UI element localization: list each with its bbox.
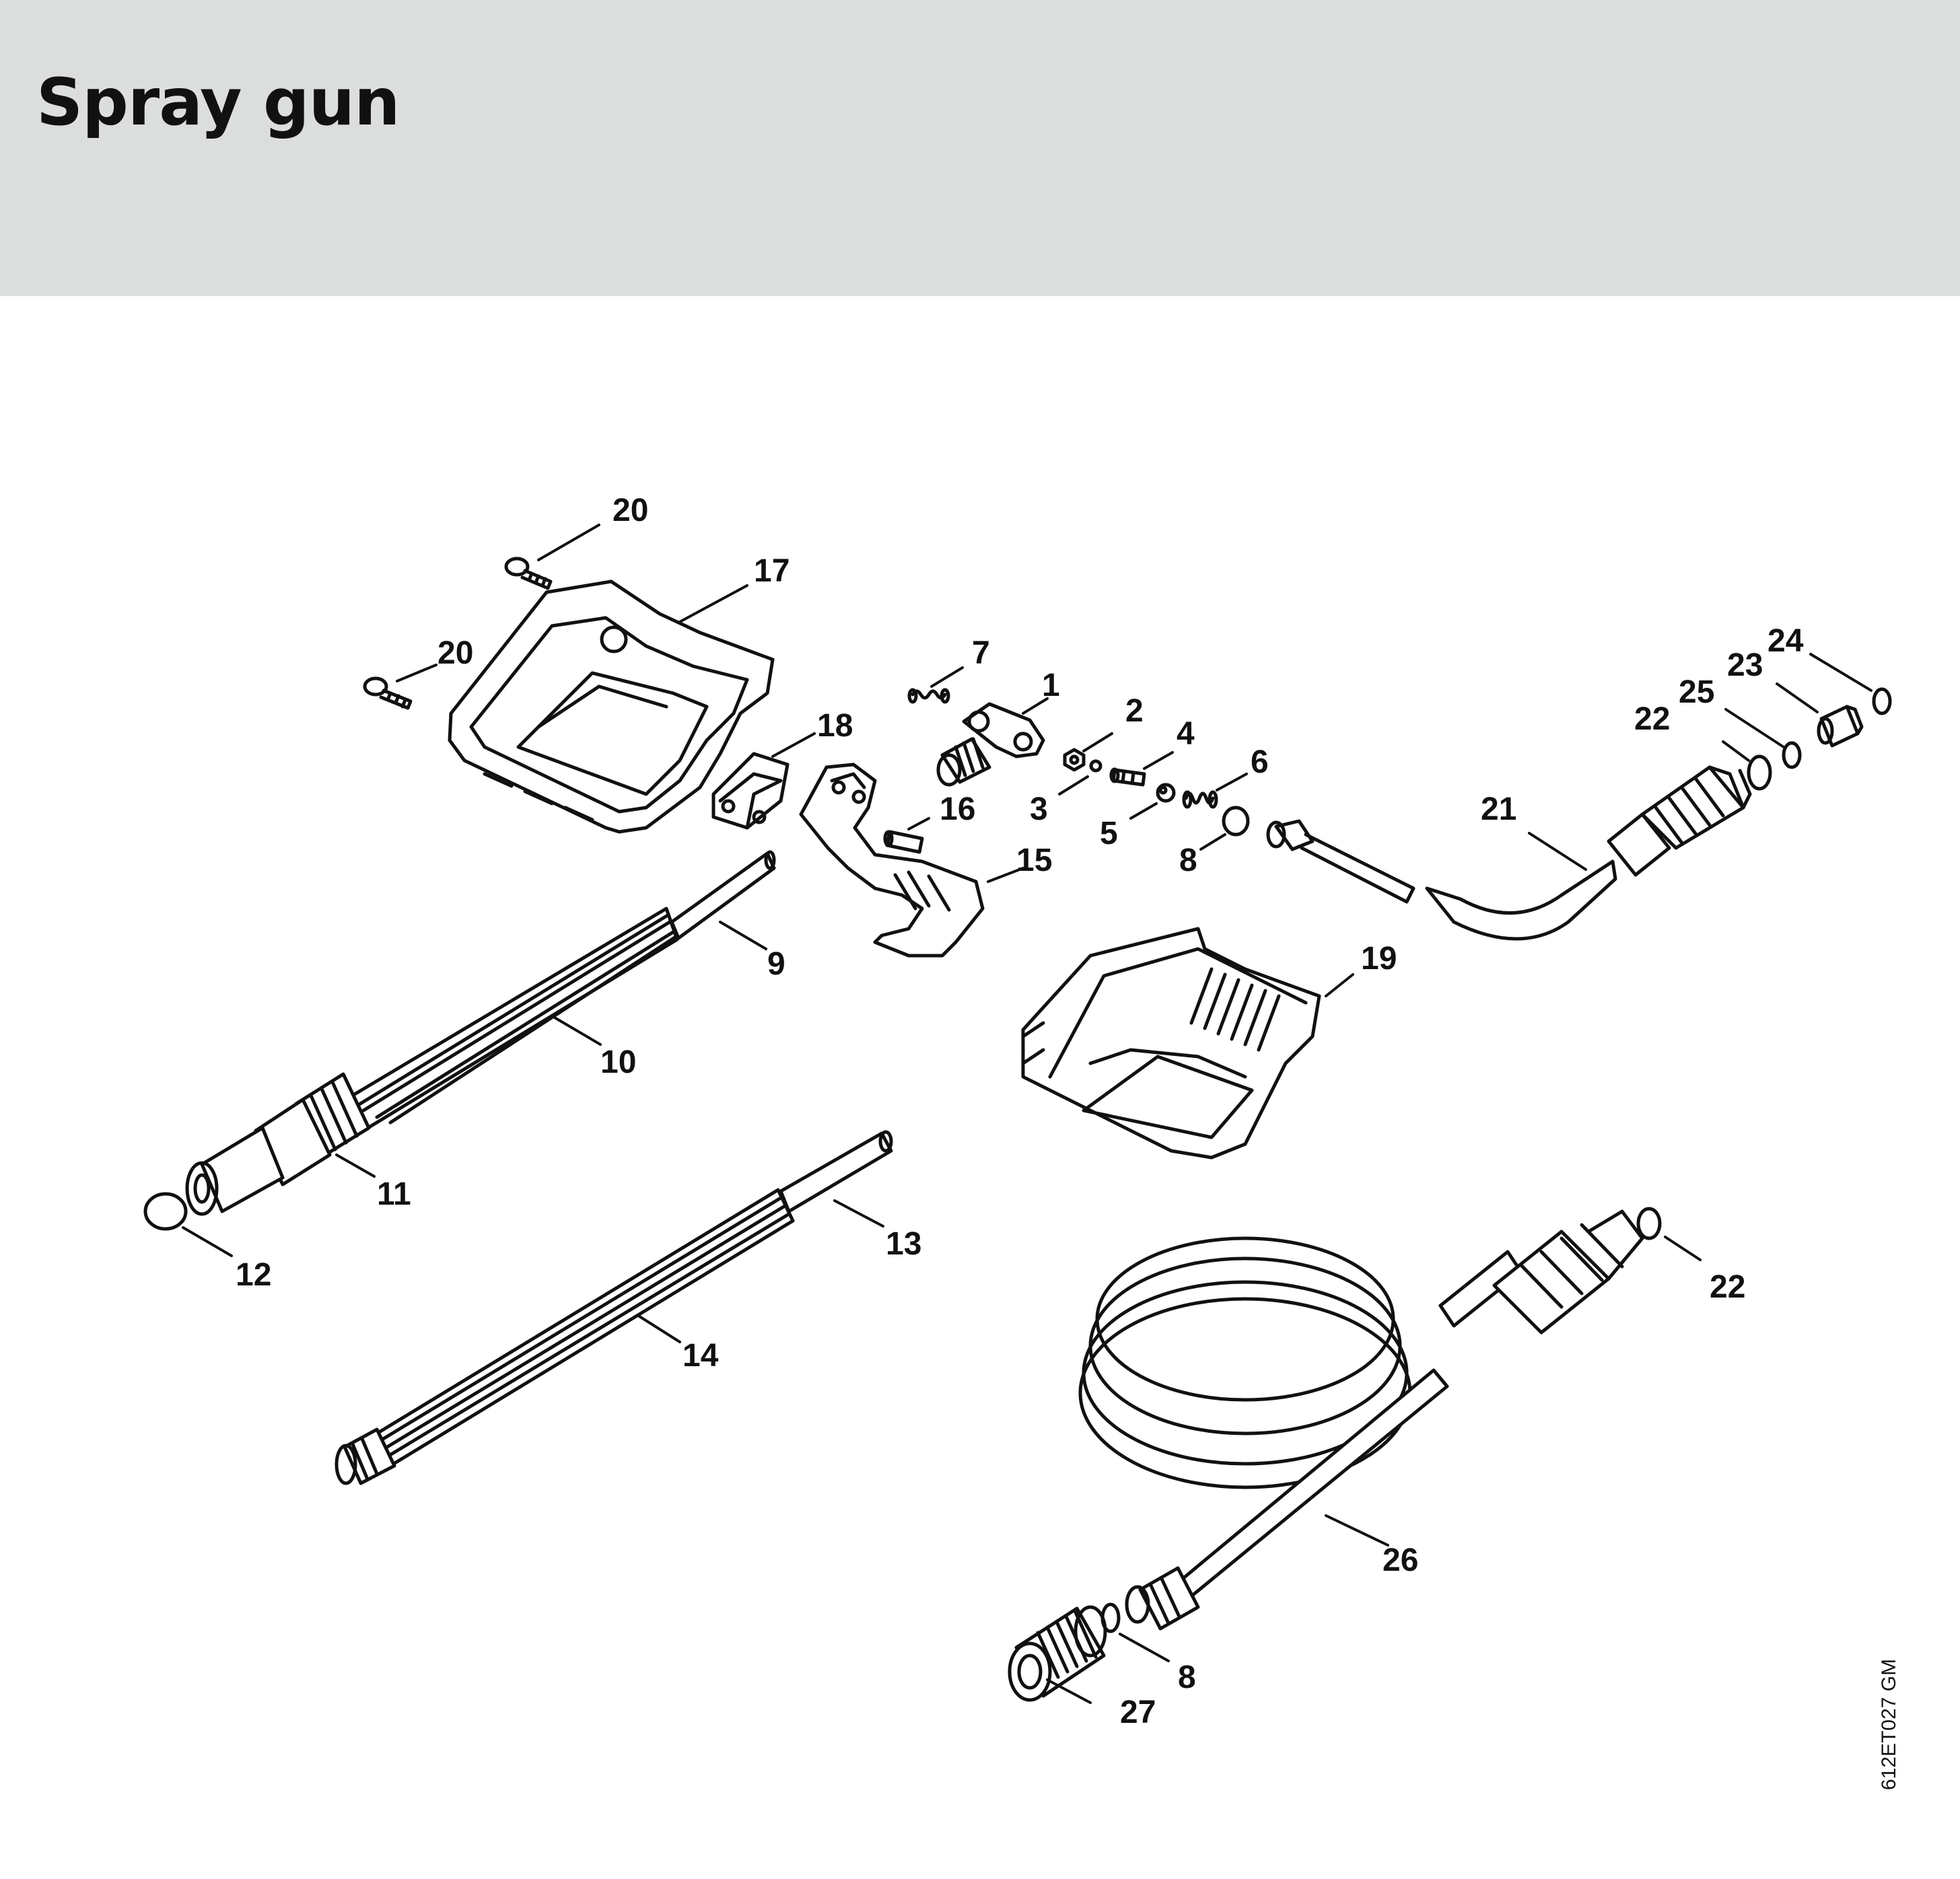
part-trigger-15: [799, 763, 985, 958]
page-title: Spray gun: [36, 65, 400, 140]
callout-17: 17: [754, 553, 790, 589]
part-ball-5: [1156, 783, 1176, 803]
callout-9: 9: [767, 946, 785, 982]
part-ball-3: [1089, 759, 1102, 773]
header-band: [0, 0, 1960, 296]
part-extension-13-14: [335, 1130, 893, 1485]
callout-22a: 22: [1634, 701, 1670, 737]
callout-2: 2: [1125, 693, 1144, 729]
part-oring-12: [143, 1192, 188, 1231]
callout-3: 3: [1030, 791, 1048, 827]
callout-18: 18: [817, 708, 853, 744]
part-oring-8a: [1222, 806, 1250, 837]
part-handle-19: [1021, 927, 1321, 1160]
callout-10: 10: [600, 1044, 636, 1080]
part-oring-25: [1782, 741, 1802, 769]
callout-24: 24: [1768, 623, 1804, 659]
part-pin-16: [883, 830, 924, 854]
callout-8b: 8: [1178, 1660, 1196, 1695]
callout-11: 11: [377, 1176, 411, 1212]
part-tube-21: [1266, 765, 1752, 941]
part-housing-17: [448, 579, 775, 834]
callout-21: 21: [1481, 791, 1516, 827]
callout-22b: 22: [1710, 1269, 1745, 1305]
part-nozzle-23: [1817, 705, 1864, 748]
callout-16: 16: [940, 791, 975, 827]
callout-25: 25: [1679, 674, 1714, 710]
drawing-code: 612ET027 GM: [1878, 1658, 1900, 1790]
part-oring-24: [1872, 687, 1892, 715]
callout-5: 5: [1100, 816, 1118, 851]
part-coupling-27: [1008, 1605, 1107, 1702]
callout-20a: 20: [612, 493, 648, 528]
part-hose-26: [1078, 1209, 1644, 1631]
callout-19: 19: [1361, 941, 1397, 977]
part-screw-20a: [504, 557, 553, 590]
leader-lines: [182, 524, 1873, 1704]
callout-15: 15: [1016, 843, 1052, 878]
part-nut-2: [1063, 748, 1086, 772]
part-block-18: [711, 752, 790, 830]
callout-8a: 8: [1179, 843, 1197, 878]
part-valve-body-1: [936, 702, 1045, 787]
part-oring-22a: [1747, 754, 1772, 791]
callout-12: 12: [236, 1257, 271, 1293]
part-pin-4: [1109, 767, 1146, 787]
callout-7: 7: [972, 635, 990, 671]
callout-27: 27: [1120, 1695, 1156, 1730]
callout-20b: 20: [438, 635, 473, 671]
callout-23: 23: [1727, 647, 1763, 683]
part-lance-9-10: [185, 850, 776, 1216]
part-spring-6: [1182, 790, 1218, 809]
callout-6: 6: [1251, 744, 1269, 780]
callout-13: 13: [886, 1226, 921, 1262]
callout-labels: 20 17 20 18 7 1 2 4 3 6 5 8 16 15 9 10 1…: [236, 493, 1804, 1730]
callout-26: 26: [1382, 1543, 1418, 1578]
part-spring-7: [907, 688, 950, 704]
callout-4: 4: [1177, 716, 1195, 752]
callout-14: 14: [682, 1338, 719, 1374]
part-oring-22b: [1636, 1207, 1662, 1240]
part-screw-20b: [363, 676, 413, 710]
callout-1: 1: [1042, 668, 1060, 703]
